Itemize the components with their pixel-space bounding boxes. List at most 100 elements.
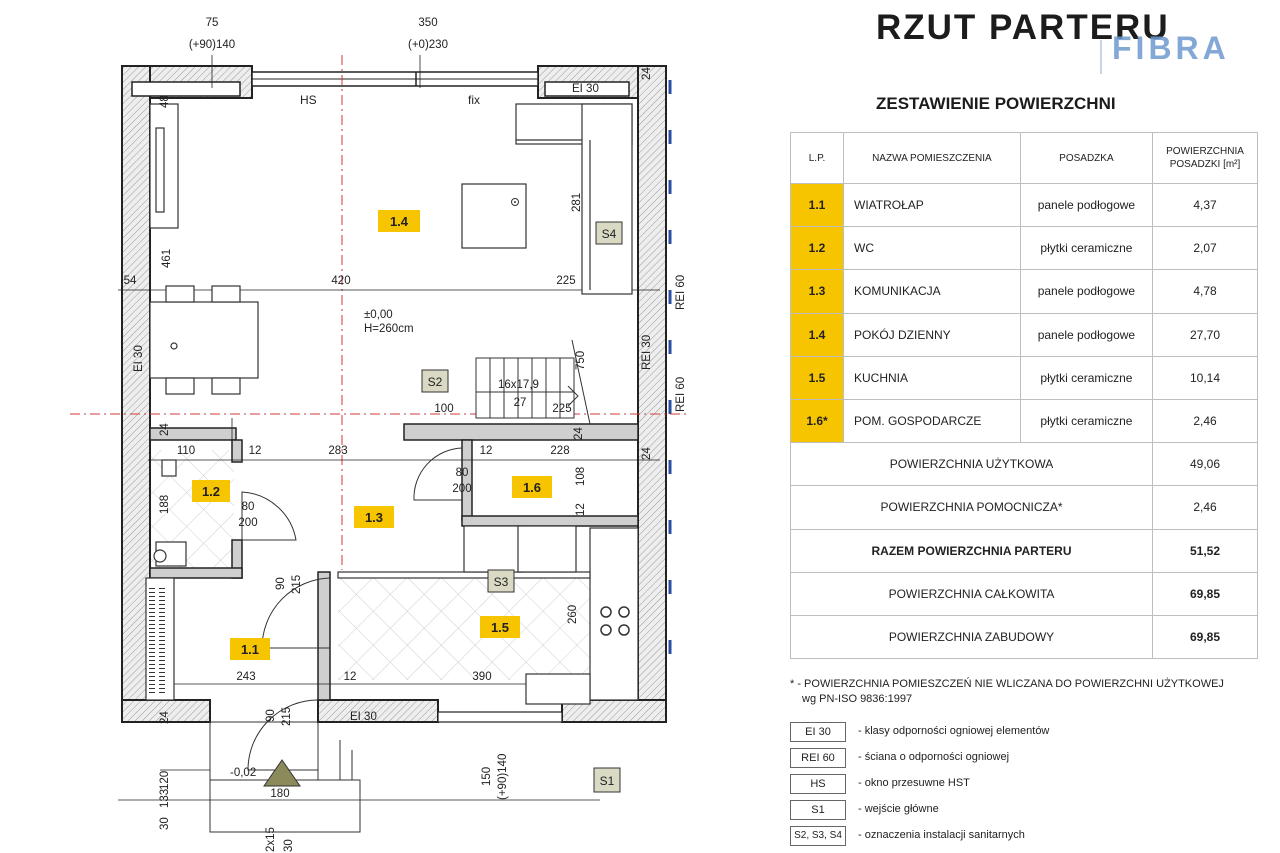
summary-label: POWIERZCHNIA CAŁKOWITA — [790, 571, 1153, 616]
row-area: 10,14 — [1152, 355, 1258, 400]
svg-text:90: 90 — [265, 709, 277, 722]
header-floor: POSADZKA — [1019, 132, 1154, 184]
legend-text: - okno przesuwne HST — [858, 777, 970, 789]
summary-row: POWIERZCHNIA ZABUDOWY 69,85 — [790, 614, 1258, 660]
row-name: POKÓJ DZIENNY — [843, 312, 1021, 357]
room-label-1-1: 1.1 — [241, 642, 259, 657]
row-name: KUCHNIA — [843, 355, 1021, 400]
area-table-header: L.P. NAZWA POMIESZCZENIA POSADZKA POWIER… — [790, 132, 1258, 184]
legend-key: HS — [790, 774, 846, 794]
brand-logo-icon — [1100, 40, 1112, 74]
window-hs-label: HS — [300, 93, 317, 107]
stairs-text: 16x17,9 — [498, 379, 539, 391]
table-row: 1.4 POKÓJ DZIENNY panele podłogowe 27,70 — [790, 312, 1258, 357]
svg-text:(+90)140: (+90)140 — [497, 754, 509, 800]
room-label-1-4: 1.4 — [390, 214, 409, 229]
svg-text:30: 30 — [283, 839, 295, 852]
room-labels: 1.4 1.2 1.3 1.6 1.1 1.5 — [192, 210, 552, 660]
summary-value: 2,46 — [1152, 485, 1258, 530]
svg-text:75: 75 — [206, 17, 219, 29]
row-lp: 1.3 — [790, 269, 844, 314]
svg-text:225: 225 — [556, 275, 575, 287]
legend-text: - wejście główne — [858, 803, 939, 815]
svg-text:90: 90 — [275, 577, 287, 590]
svg-text:225: 225 — [552, 403, 571, 415]
row-floor: panele podłogowe — [1019, 269, 1154, 314]
dining-table — [149, 285, 259, 395]
row-floor: płytki ceramiczne — [1019, 355, 1154, 400]
floor-plan: 1.4 1.2 1.3 1.6 1.1 1.5 S4 S2 S3 S1 ±0,0… — [70, 17, 690, 852]
row-area: 27,70 — [1152, 312, 1258, 357]
svg-text:EI 30: EI 30 — [133, 345, 145, 372]
footnote-line-1: * - POWIERZCHNIA POMIESZCZEŃ NIE WLICZAN… — [790, 678, 1224, 690]
sanitary-markers: S4 S2 S3 S1 — [421, 221, 623, 793]
svg-text:200: 200 — [452, 483, 471, 495]
cooktop — [600, 606, 630, 636]
svg-text:54: 54 — [124, 275, 137, 287]
svg-text:80: 80 — [242, 501, 255, 513]
svg-text:100: 100 — [434, 403, 453, 415]
svg-text:188: 188 — [159, 495, 171, 514]
summary-value: 49,06 — [1152, 442, 1258, 487]
brand-logo: FIBRA — [1112, 30, 1230, 66]
summary-label: RAZEM POWIERZCHNIA PARTERU — [790, 528, 1153, 573]
area-summary-title: ZESTAWIENIE POWIERZCHNI — [876, 94, 1116, 113]
window-fix-label: fix — [468, 93, 480, 107]
svg-text:(+0)230: (+0)230 — [408, 39, 448, 51]
row-area: 4,37 — [1152, 182, 1258, 228]
summary-label: POWIERZCHNIA ZABUDOWY — [790, 614, 1153, 660]
svg-text:260: 260 — [567, 605, 579, 624]
row-area: 2,07 — [1152, 226, 1258, 271]
summary-row: POWIERZCHNIA CAŁKOWITA 69,85 — [790, 571, 1258, 616]
sofa — [515, 103, 633, 295]
row-floor: panele podłogowe — [1019, 312, 1154, 357]
svg-text:48: 48 — [159, 95, 171, 108]
header-lp: L.P. — [790, 132, 844, 184]
legend-text: - ściana o odporności ogniowej — [858, 751, 1010, 763]
svg-text:24: 24 — [159, 711, 171, 724]
svg-text:461: 461 — [161, 249, 173, 268]
svg-text:EI 30: EI 30 — [350, 711, 377, 723]
svg-text:110: 110 — [177, 445, 195, 457]
svg-text:12: 12 — [344, 671, 357, 683]
summary-value: 69,85 — [1152, 571, 1258, 616]
marker-s2: S2 — [428, 375, 443, 389]
summary-row: POWIERZCHNIA UŻYTKOWA 49,06 — [790, 442, 1258, 487]
table-row: 1.3 KOMUNIKACJA panele podłogowe 4,78 — [790, 269, 1258, 314]
svg-text:108: 108 — [575, 467, 587, 486]
svg-text:120: 120 — [159, 771, 171, 790]
row-lp: 1.5 — [790, 355, 844, 400]
marker-s3: S3 — [494, 575, 509, 589]
area-table: L.P. NAZWA POMIESZCZENIA POSADZKA POWIER… — [790, 132, 1258, 660]
svg-text:350: 350 — [418, 17, 437, 29]
kitchen-window — [437, 711, 563, 723]
svg-text:215: 215 — [291, 575, 303, 594]
row-area: 4,78 — [1152, 269, 1258, 314]
header-room-name: NAZWA POMIESZCZENIA — [843, 132, 1021, 184]
summary-value: 69,85 — [1152, 614, 1258, 660]
svg-text:EI 30: EI 30 — [572, 83, 599, 95]
wc-fixtures — [153, 459, 187, 567]
dimension-labels: 75 (+90)140 350 (+0)230 420 225 54 100 2… — [124, 17, 653, 852]
svg-text:281: 281 — [571, 193, 583, 212]
svg-text:2x15: 2x15 — [265, 827, 277, 852]
svg-text:12: 12 — [575, 503, 587, 516]
entrance-steps — [209, 721, 361, 833]
svg-text:80: 80 — [456, 467, 469, 479]
axis-lines — [70, 55, 690, 570]
svg-text:180: 180 — [270, 788, 289, 800]
sliding-window — [251, 71, 539, 87]
svg-text:REI 60: REI 60 — [675, 275, 687, 310]
kitchen-tile-floor — [338, 572, 590, 680]
svg-text:REI 60: REI 60 — [675, 377, 687, 412]
legend-text: - oznaczenia instalacji sanitarnych — [858, 829, 1025, 841]
row-area: 2,46 — [1152, 398, 1258, 444]
room-height-text: H=260cm — [364, 323, 414, 335]
entrance-wardrobe — [145, 577, 175, 701]
header-area: POWIERZCHNIA POSADZKI [m²] — [1152, 132, 1258, 184]
dimension-lines — [118, 55, 660, 801]
legend-text: - klasy odporności ogniowej elementów — [858, 725, 1050, 737]
svg-text:(+90)140: (+90)140 — [189, 39, 235, 51]
coffee-table — [461, 183, 527, 249]
entrance-marker-icon — [263, 759, 301, 787]
